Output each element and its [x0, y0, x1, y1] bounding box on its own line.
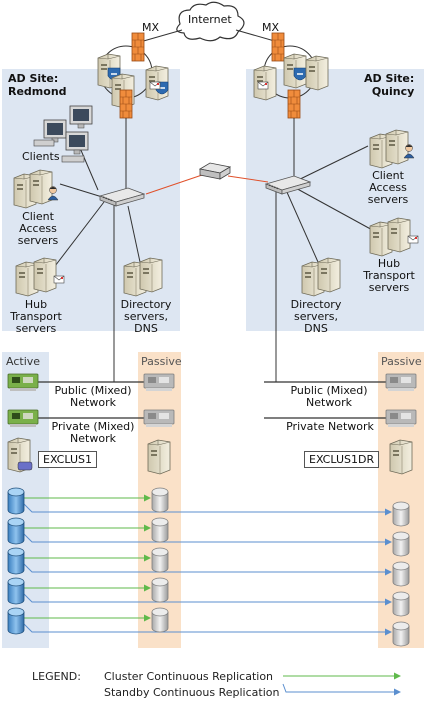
legend-scr-line [282, 683, 401, 696]
passive-right-column-label: Passive [381, 355, 422, 368]
mx-label-left: MX [142, 21, 160, 34]
passive-right-db-3 [392, 561, 410, 587]
site-quincy-label: AD Site:Quincy [364, 72, 415, 98]
passive-left-db-5 [151, 607, 169, 633]
wan-router-icon [198, 162, 232, 180]
passive-right-server-icon [389, 439, 413, 475]
cluster-exclus1dr-label: EXCLUS1DR [304, 451, 380, 468]
passive-left-db-3 [151, 547, 169, 573]
nic-passive-left-public [143, 373, 175, 392]
active-node-server-icon [7, 437, 33, 473]
passive-left-db-2 [151, 517, 169, 543]
internet-link-left [139, 29, 183, 43]
active-db-5 [7, 607, 25, 635]
passive-right-db-1 [392, 501, 410, 527]
nic-passive-right-public [385, 373, 417, 392]
mx-ring-right [253, 32, 329, 119]
site-redmond-label: AD Site:Redmond [8, 72, 67, 98]
active-db-4 [7, 577, 25, 605]
internet-link-right [235, 29, 279, 43]
mx-label-right: MX [262, 21, 280, 34]
replication-lines [23, 494, 392, 636]
cluster-exclus1-label: EXCLUS1 [38, 451, 97, 468]
passive-right-db-2 [392, 531, 410, 557]
passive-left-db-1 [151, 487, 169, 513]
public-network-left-label: Public (Mixed)Network [54, 384, 132, 409]
mx-ring-left [97, 32, 169, 119]
legend-ccr-label: Cluster Continuous Replication [104, 670, 274, 683]
passive-left-db-4 [151, 577, 169, 603]
passive-left-server-icon [147, 439, 171, 475]
clients-label: Clients [22, 150, 60, 163]
internet-label: Internet [188, 13, 232, 26]
active-db-3 [7, 547, 25, 575]
scr-arrow-5 [23, 623, 392, 636]
directory-right-icon [301, 257, 341, 297]
passive-right-db-4 [392, 591, 410, 617]
legend-scr-label: Standby Continuous Replication [104, 686, 280, 699]
scr-arrow-2 [23, 533, 392, 546]
passive-left-column-label: Passive [141, 355, 182, 368]
nic-active-public [7, 373, 39, 392]
nic-active-private [7, 409, 39, 428]
nic-passive-left-private [143, 409, 175, 428]
public-network-right-label: Public (Mixed)Network [290, 384, 368, 409]
legend-title: LEGEND: [32, 670, 81, 683]
internet-cloud-icon [176, 1, 245, 42]
nic-passive-right-private [385, 409, 417, 428]
active-db-1 [7, 487, 25, 515]
active-column-label: Active [6, 355, 41, 368]
scr-arrow-4 [23, 593, 392, 606]
clients-icon [33, 105, 93, 163]
active-db-2 [7, 517, 25, 545]
private-network-left-label: Private (Mixed)Network [51, 420, 135, 445]
scr-arrow-3 [23, 563, 392, 576]
directory-left-icon [123, 257, 163, 297]
private-network-right-label: Private Network [286, 420, 374, 433]
scr-arrow-1 [23, 503, 392, 516]
passive-right-db-5 [392, 621, 410, 647]
